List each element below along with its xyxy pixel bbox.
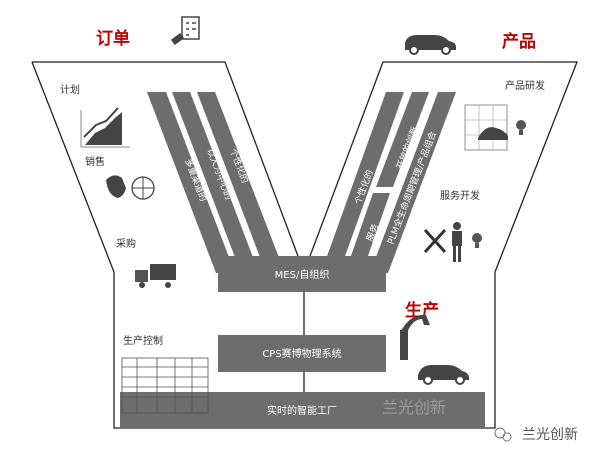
service-dev-label: 服务开发 [440,189,480,202]
production-title: 生产 [405,300,439,321]
sales-label: 销售 [85,155,105,168]
growth-chart-icon [80,107,130,148]
stripe-open-innovation [376,92,429,187]
funnel-outline [31,61,578,429]
3d-design-icon [464,104,508,151]
lightbulb-icon [516,120,526,135]
brand-name: 兰光创新 [522,427,578,443]
plan-label: 计划 [60,83,80,96]
worker-icon [452,222,462,262]
lightbulb-icon [472,233,482,248]
mes-layer [218,256,386,292]
stripe-personalized-left [197,92,285,273]
schedule-table-icon [121,357,209,414]
tools-icon [423,228,447,254]
wechat-brand-icon [494,427,512,442]
robot-arm-car-icon [400,314,469,385]
production-control-label: 生产控制 [123,334,163,347]
purchase-label: 采购 [116,237,136,250]
stripe-human-centric [172,92,259,273]
order-title: 订单 [96,28,130,49]
watermark: 兰光创新 [382,398,446,417]
smart-factory-layer [120,392,485,428]
stripe-personalized-right [321,92,404,273]
sales-globe-icon [106,175,155,200]
truck-icon [135,264,176,288]
stripe-plm [370,92,456,273]
stripe-service [345,193,390,273]
cps-layer [218,335,386,372]
mes-label: MES/自组织 [275,268,330,281]
car-icon [405,35,456,55]
right-stripes: 个性化的 开放的创新 服务 PLM全生命周期管理/产品组合 [321,92,456,273]
product-title: 产品 [502,31,536,52]
checklist-icon [170,16,200,46]
rd-label: 产品研发 [505,79,545,92]
left-stripes: 多重渠道的 以人为中心的 个性化的 [147,92,285,273]
smart-factory-label: 实时的智能工厂 [267,404,337,417]
stripe-multichannel [147,92,235,273]
cps-label: CPS赛博物理系统 [262,347,341,360]
